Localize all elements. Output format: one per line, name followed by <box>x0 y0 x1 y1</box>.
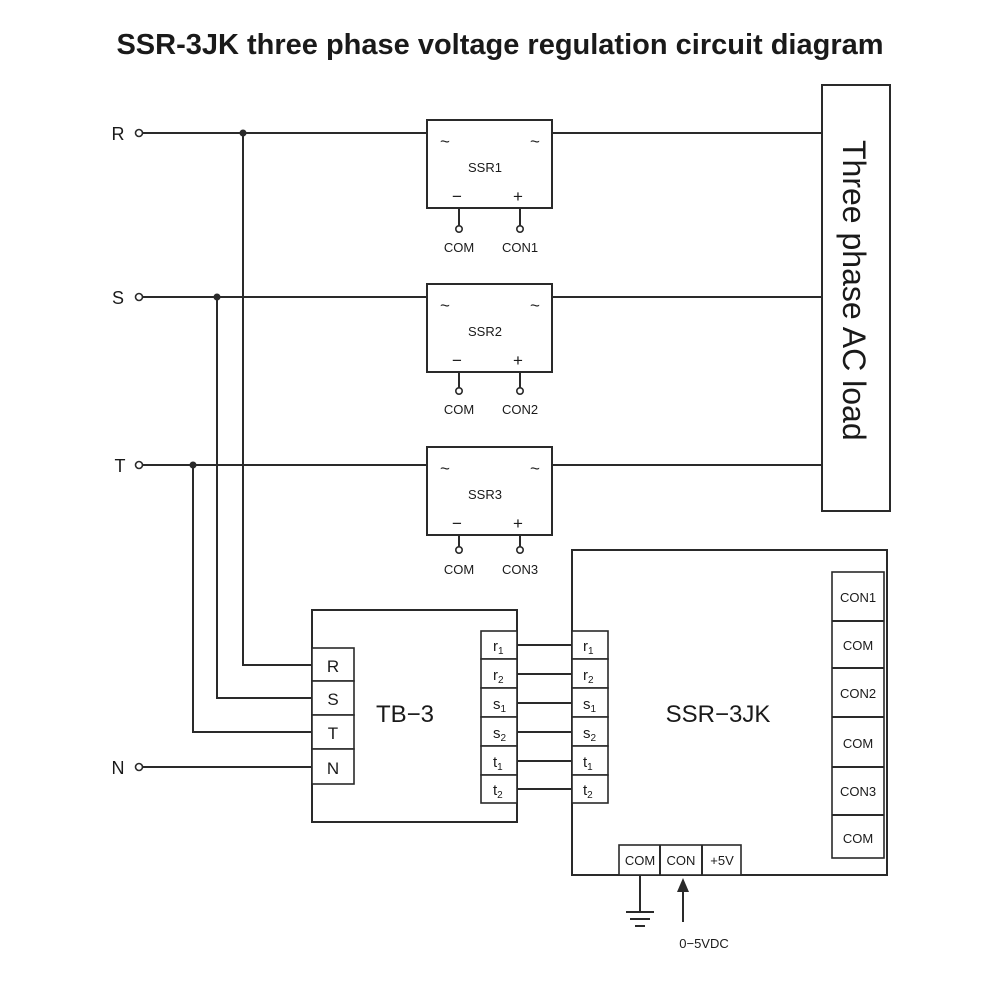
pin-com: COM <box>444 240 474 255</box>
ssr3jk-terminal-com: COM <box>843 831 873 846</box>
pin-com: COM <box>444 562 474 577</box>
ssr-name: SSR1 <box>468 160 502 175</box>
plus-symbol: + <box>513 351 523 370</box>
ssr3jk-input-t2: t2 <box>583 782 593 801</box>
phase-terminal-s <box>134 292 144 302</box>
ssr3jk-block: r1 r2 s1 s2 t1 t2 SSR−3JK CON1 COM CON2 … <box>571 549 888 876</box>
phase-terminal-n <box>134 762 144 772</box>
ac-left-symbol: ~ <box>440 296 450 315</box>
interconnect-wires <box>517 644 572 790</box>
ssr3jk-input-s2: s2 <box>583 725 597 744</box>
minus-symbol: − <box>452 514 462 533</box>
diagram-title: SSR-3JK three phase voltage regulation c… <box>116 29 883 61</box>
ssr-module-1: ~ ~ SSR1 − + COM CON1 <box>426 119 553 255</box>
ac-left-symbol: ~ <box>440 459 450 478</box>
tb3-output-s1: s1 <box>493 696 507 715</box>
pin-con: CON3 <box>502 562 538 577</box>
ac-right-symbol: ~ <box>530 459 540 478</box>
phase-terminal-r <box>134 128 144 138</box>
phase-label-n: N <box>112 758 125 778</box>
phase-label-s: S <box>112 288 124 308</box>
tb3-output-s2: s2 <box>493 725 507 744</box>
phase-wires <box>143 129 822 768</box>
ssr3jk-terminal-con2: CON2 <box>840 686 876 701</box>
pin-con: CON2 <box>502 402 538 417</box>
ssr3jk-name: SSR−3JK <box>666 701 771 728</box>
ssr-module-2: ~ ~ SSR2 − + COM CON2 <box>426 283 553 417</box>
ac-left-symbol: ~ <box>440 132 450 151</box>
tb3-output-t1: t1 <box>493 754 503 773</box>
ssr3jk-terminal-com: COM <box>843 638 873 653</box>
ssr3jk-input-r2: r2 <box>583 667 594 686</box>
tb3-input-t: T <box>328 724 338 743</box>
ssr3jk-bottom-com: COM <box>625 853 655 868</box>
tb3-output-t2: t2 <box>493 782 503 801</box>
ssr3jk-input-t1: t1 <box>583 754 593 773</box>
phase-label-r: R <box>112 124 125 144</box>
ssr3jk-bottom-con: CON <box>667 853 696 868</box>
ssr3jk-input-r1: r1 <box>583 638 594 657</box>
ssr3jk-bottom-5v: +5V <box>710 853 734 868</box>
tb3-output-r1: r1 <box>493 638 504 657</box>
minus-symbol: − <box>452 351 462 370</box>
ac-right-symbol: ~ <box>530 132 540 151</box>
load-label: Three phase AC load <box>836 140 872 441</box>
ssr-name: SSR3 <box>468 487 502 502</box>
ssr3jk-terminal-com: COM <box>843 736 873 751</box>
plus-symbol: + <box>513 514 523 533</box>
tb3-input-r: R <box>327 657 339 676</box>
minus-symbol: − <box>452 187 462 206</box>
ssr-name: SSR2 <box>468 324 502 339</box>
tb3-input-s: S <box>327 690 338 709</box>
tb3-block: R S T N TB−3 r1 r2 s1 s2 t1 t2 <box>311 609 518 823</box>
ssr3jk-terminal-con1: CON1 <box>840 590 876 605</box>
phase-terminal-t <box>134 460 144 470</box>
pin-com: COM <box>444 402 474 417</box>
phase-label-t: T <box>115 456 126 476</box>
ssr3jk-terminal-con3: CON3 <box>840 784 876 799</box>
plus-symbol: + <box>513 187 523 206</box>
control-input-label: 0−5VDC <box>679 936 729 951</box>
ssr3jk-input-s1: s1 <box>583 696 597 715</box>
three-phase-load: Three phase AC load <box>821 84 891 512</box>
control-input-arrow: 0−5VDC <box>677 878 729 951</box>
tb3-input-n: N <box>327 759 339 778</box>
pin-con: CON1 <box>502 240 538 255</box>
tb3-output-r2: r2 <box>493 667 504 686</box>
ssr-module-3: ~ ~ SSR3 − + COM CON3 <box>426 446 553 577</box>
ac-right-symbol: ~ <box>530 296 540 315</box>
tb3-name: TB−3 <box>376 701 434 728</box>
phase-inputs: R S T N <box>112 124 144 778</box>
ground-symbol <box>626 875 654 927</box>
